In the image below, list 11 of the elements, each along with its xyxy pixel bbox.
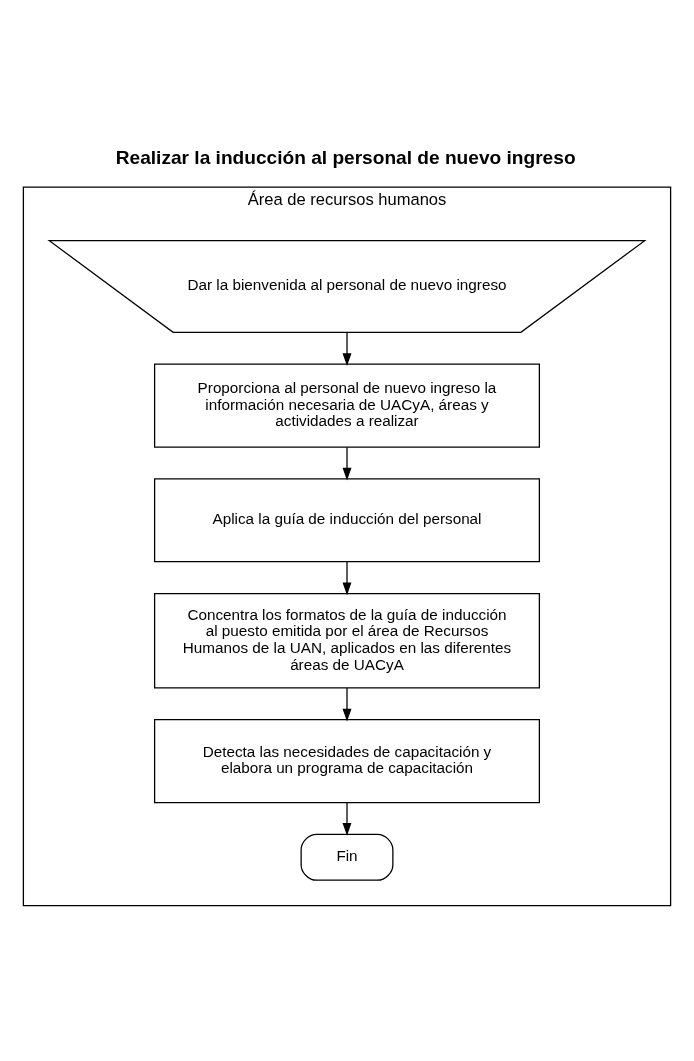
arrow [342, 331, 352, 367]
node-box: Fin [300, 833, 394, 881]
node-box: Proporciona al personal de nuevo ingreso la información necesaria de UACyA, áreas y actividades a realizar [154, 363, 540, 448]
arrow [342, 446, 352, 481]
node-box: Detecta las necesidades de capacitación y elabora un programa de capacitación [154, 719, 540, 804]
diagram-title: Realizar la inducción al personal de nuevo ingreso [115, 147, 576, 169]
arrow [342, 561, 352, 596]
node-box: Aplica la guía de inducción del personal [154, 478, 540, 563]
arrow [342, 802, 352, 836]
node-box: Concentra los formatos de la guía de inducción al puesto emitida por el área de Recursos Humanos de la UAN, aplicados en las diferentes áreas de UACyA [154, 592, 540, 689]
arrow [342, 687, 352, 722]
